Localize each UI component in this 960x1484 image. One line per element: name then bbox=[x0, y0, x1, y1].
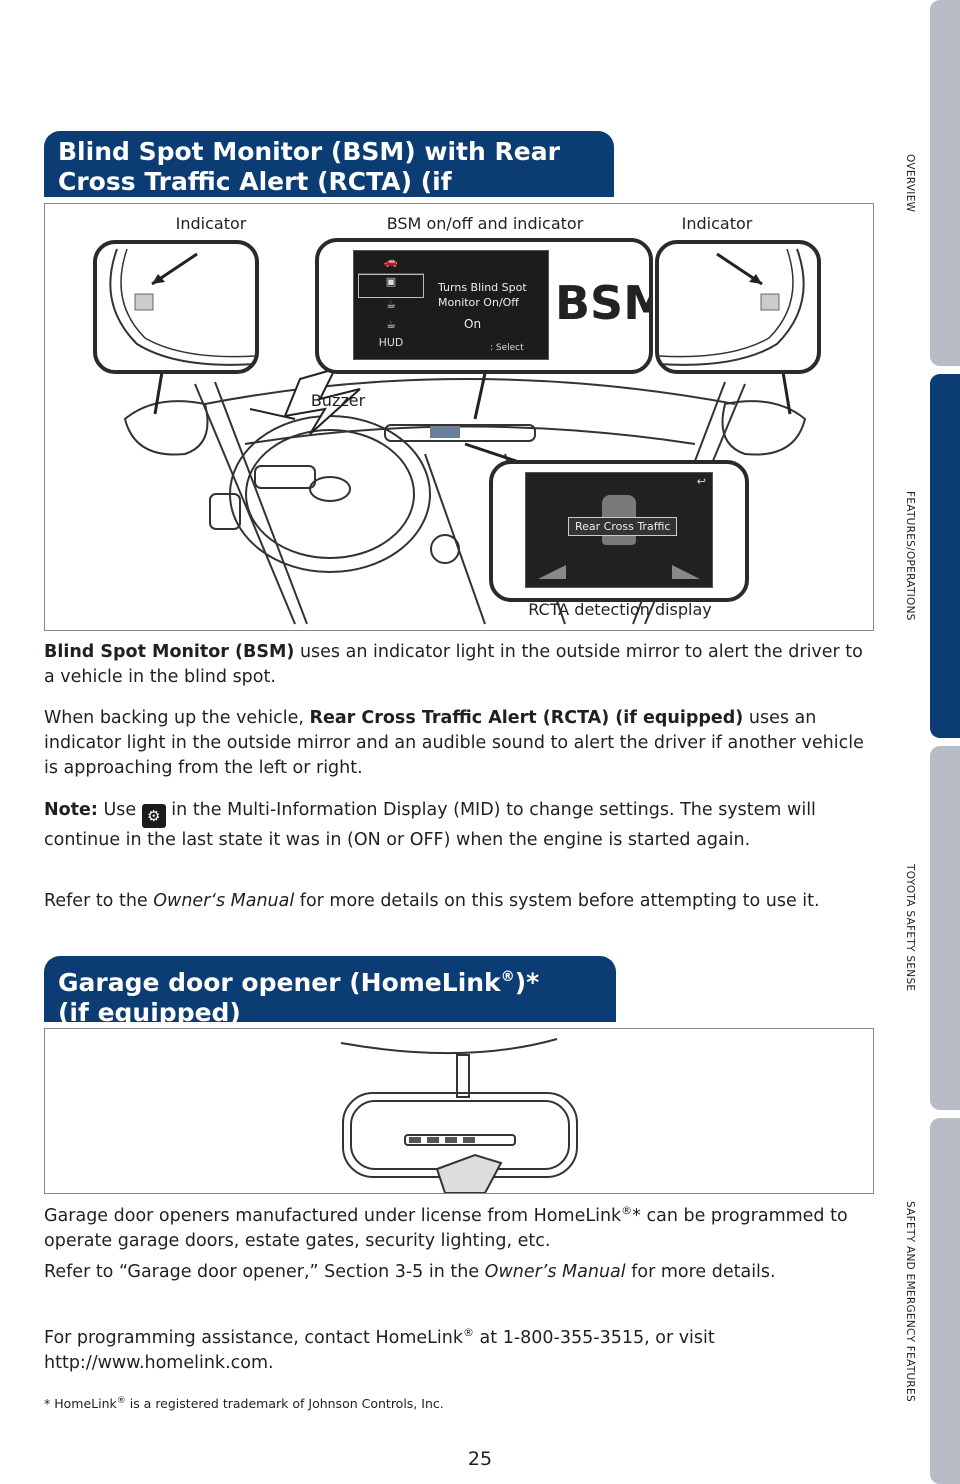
back-icon: ↩ bbox=[696, 475, 706, 488]
callout-indicator-right: Indicator bbox=[681, 214, 753, 233]
side-tab-label-overview: OVERVIEW bbox=[904, 153, 916, 213]
side-tab-features-operations[interactable] bbox=[930, 374, 960, 738]
bsm-setting-icon: ▣ bbox=[358, 274, 424, 298]
garage-p2-a: Refer to “Garage door opener,” Section 3… bbox=[44, 1262, 485, 1282]
rcta-left-arrow bbox=[538, 565, 566, 579]
side-tab-toyota-safety-sense[interactable] bbox=[930, 746, 960, 1110]
bsm-note: Note: Use ⚙ in the Multi-Information Dis… bbox=[44, 798, 874, 853]
side-tab-safety-emergency[interactable] bbox=[930, 1118, 960, 1484]
car-icon: 🚗 bbox=[358, 255, 424, 274]
owners-manual-ref: Owner‘s Manual bbox=[153, 891, 295, 911]
garage-p2-b: for more details. bbox=[625, 1262, 776, 1282]
settings-gear-icon: ⚙ bbox=[141, 804, 166, 828]
screen-state: On bbox=[464, 317, 482, 331]
bsm-p4-start: Refer to the bbox=[44, 891, 154, 911]
garage-p1-a: Garage door openers manufactured under l… bbox=[44, 1205, 622, 1226]
bsm-title-line1: Blind Spot Monitor (BSM) with Rear bbox=[58, 137, 560, 166]
footnote-a: * HomeLink bbox=[44, 1396, 117, 1412]
rcta-screen: ↩ Rear Cross Traffic bbox=[525, 472, 713, 588]
garage-p1-b: * can be programmed to operate garage do… bbox=[44, 1205, 848, 1251]
bsm-p2-text: uses an indicator light in the outside m… bbox=[44, 708, 864, 778]
rcta-label: Rear Cross Traffic bbox=[568, 517, 678, 536]
garage-owners-manual-ref: Owner’s Manual bbox=[484, 1262, 626, 1282]
right-mirror-panel bbox=[655, 240, 821, 374]
callout-buzzer: Buzzer bbox=[310, 391, 366, 410]
side-tab-label-toyota-safety-sense: TOYOTA SAFETY SENSE bbox=[904, 864, 916, 992]
garage-p3-reg: ® bbox=[462, 1326, 474, 1339]
garage-title-line2: (if equipped) bbox=[58, 998, 241, 1027]
garage-p3-a: For programming assistance, contact Home… bbox=[44, 1327, 463, 1348]
sound-icon: ☕ bbox=[386, 318, 396, 331]
bsm-paragraph-4: Refer to the Owner‘s Manual for more det… bbox=[44, 889, 874, 914]
garage-title-end: )* bbox=[514, 968, 540, 997]
rcta-right-arrow bbox=[672, 565, 700, 579]
garage-section-title: Garage door opener (HomeLink®)* (if equi… bbox=[44, 956, 616, 1027]
bsm-paragraph-2: When backing up the vehicle, Rear Cross … bbox=[44, 706, 874, 781]
garage-paragraph-1: Garage door openers manufactured under l… bbox=[44, 1198, 874, 1254]
note-text: in the Multi-Information Display (MID) t… bbox=[44, 800, 816, 850]
hud-label: HUD bbox=[378, 336, 404, 349]
bsm-screen-panel: 🚗 ▣ ☕ ☕ HUD Turns Blind Spot Monitor On/… bbox=[315, 238, 653, 374]
bsm-big-label: BSM bbox=[555, 276, 649, 330]
callout-bsm-onoff: BSM on/off and indicator bbox=[386, 214, 584, 233]
screen-text-line2: Monitor On/Off bbox=[438, 296, 519, 309]
bsm-illustration: Indicator BSM on/off and indicator Indic… bbox=[44, 203, 874, 631]
left-mirror-panel bbox=[93, 240, 259, 374]
note-use: Use bbox=[97, 800, 142, 820]
bsm-paragraph-1: Blind Spot Monitor (BSM) uses an indicat… bbox=[44, 640, 874, 690]
mid-menu-column: 🚗 ▣ ☕ ☕ HUD bbox=[358, 255, 424, 355]
garage-paragraph-2: Refer to “Garage door opener,” Section 3… bbox=[44, 1260, 874, 1285]
garage-p3-b: at 1-800-355-3515, or visit http://www.h… bbox=[44, 1327, 715, 1373]
footnote-reg: ® bbox=[116, 1396, 126, 1406]
note-label: Note: bbox=[44, 800, 98, 820]
screen-select: : Select bbox=[490, 343, 524, 353]
coffee-icon: ☕ bbox=[386, 298, 396, 311]
bsm-p1-text: uses an indicator light in the outside m… bbox=[44, 642, 863, 687]
garage-paragraph-3: For programming assistance, contact Home… bbox=[44, 1320, 874, 1376]
bsm-section-title: Blind Spot Monitor (BSM) with Rear Cross… bbox=[44, 131, 614, 226]
garage-p1-reg: ® bbox=[621, 1204, 633, 1217]
mid-screen: 🚗 ▣ ☕ ☕ HUD Turns Blind Spot Monitor On/… bbox=[353, 250, 549, 360]
rearview-mirror-drawing bbox=[340, 1038, 578, 1193]
callout-rcta-display: RCTA detection display bbox=[528, 600, 712, 619]
side-tab-overview[interactable] bbox=[930, 0, 960, 366]
bsm-term: Blind Spot Monitor (BSM) bbox=[44, 642, 295, 662]
garage-illustration bbox=[44, 1028, 874, 1194]
rcta-term: Rear Cross Traffic Alert (RCTA) (if equi… bbox=[309, 708, 744, 728]
rcta-display-panel: ↩ Rear Cross Traffic bbox=[489, 460, 749, 602]
trademark-footnote: * HomeLink® is a registered trademark of… bbox=[44, 1396, 444, 1411]
bsm-p4-text: for more details on this system before a… bbox=[294, 891, 820, 911]
side-tab-label-features-operations: FEATURES/OPERATIONS bbox=[904, 491, 916, 621]
callout-indicator-left: Indicator bbox=[175, 214, 247, 233]
screen-text-line1: Turns Blind Spot bbox=[438, 281, 527, 294]
garage-title-reg: ® bbox=[500, 969, 515, 985]
footnote-b: is a registered trademark of Johnson Con… bbox=[125, 1396, 444, 1412]
garage-title-line1: Garage door opener (HomeLink®)* bbox=[58, 962, 602, 998]
side-tab-label-safety-emergency: SAFETY AND EMERGENCY FEATURES bbox=[904, 1200, 916, 1402]
page-number: 25 bbox=[467, 1448, 493, 1470]
garage-title-text: Garage door opener (HomeLink bbox=[58, 968, 501, 997]
bsm-p2-start: When backing up the vehicle, bbox=[44, 708, 310, 728]
